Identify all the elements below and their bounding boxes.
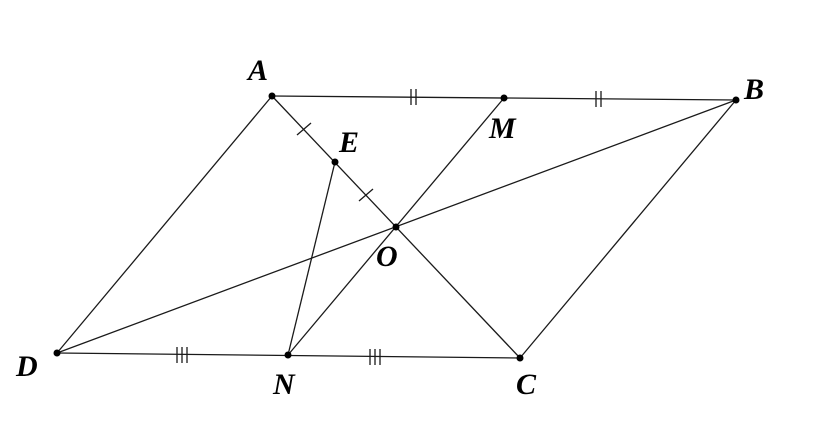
label-A: A bbox=[246, 54, 268, 87]
point-N bbox=[284, 351, 292, 359]
point-B bbox=[732, 96, 740, 104]
segment-DA bbox=[56, 95, 273, 354]
label-B: B bbox=[743, 73, 764, 106]
tick-mark-NC bbox=[369, 349, 381, 365]
point-O bbox=[392, 223, 400, 231]
tick-mark-EO bbox=[358, 188, 374, 202]
label-N: N bbox=[272, 368, 296, 401]
label-E: E bbox=[338, 126, 359, 159]
point-A bbox=[268, 92, 276, 100]
segment-BC bbox=[519, 99, 737, 359]
point-C bbox=[516, 354, 524, 362]
tick-mark-AM bbox=[410, 89, 417, 105]
tick-mark-MB bbox=[595, 91, 602, 107]
label-C: C bbox=[516, 368, 537, 401]
point-D bbox=[53, 349, 61, 357]
tick-mark-AE bbox=[296, 122, 312, 136]
label-O: O bbox=[376, 240, 398, 273]
point-M bbox=[500, 94, 508, 102]
point-E bbox=[331, 158, 339, 166]
tick-mark-DN bbox=[176, 347, 188, 363]
label-D: D bbox=[15, 350, 38, 383]
segment-EN bbox=[287, 161, 336, 356]
label-M: M bbox=[488, 112, 517, 145]
